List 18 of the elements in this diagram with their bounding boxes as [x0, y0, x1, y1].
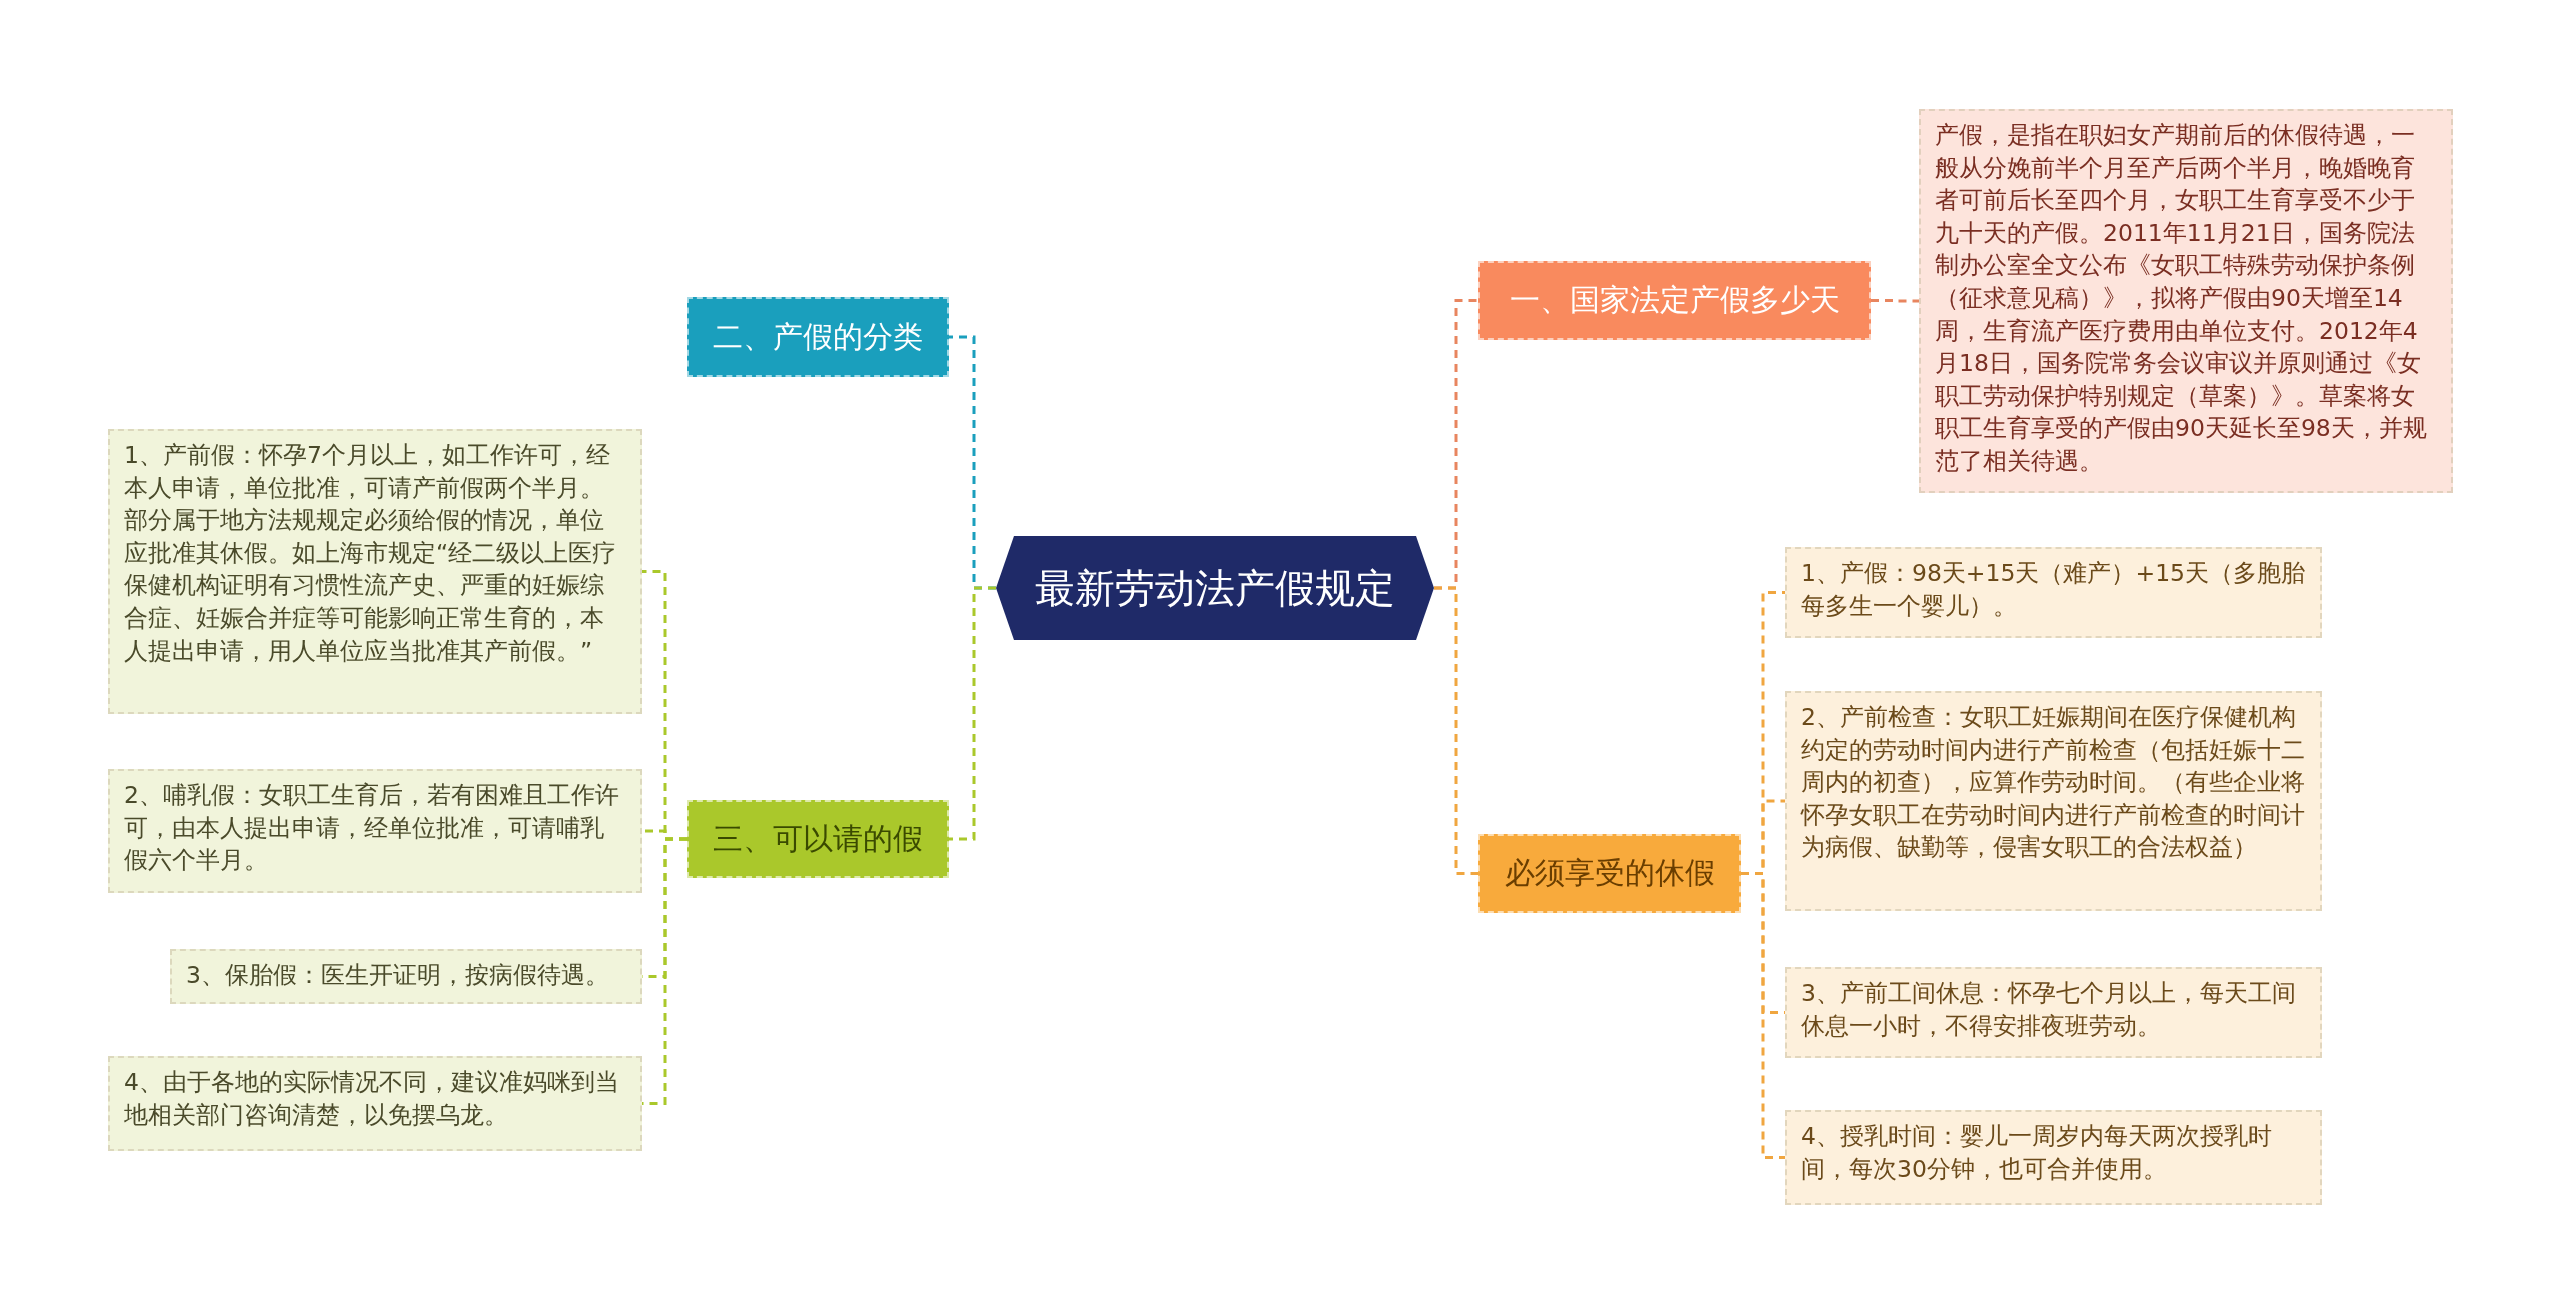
- note-box: 2、产前检查：女职工妊娠期间在医疗保健机构约定的劳动时间内进行产前检查（包括妊娠十二周内的初查），应算作劳动时间。（有些企业将怀孕女职工在劳动时间内进行产前检查的时间计为病假、缺勤等，侵害女职工的合法权益）: [1785, 691, 2322, 911]
- connector-line: [949, 586, 996, 841]
- note-box: 产假，是指在职妇女产期前后的休假待遇，一般从分娩前半个月至产后两个半月，晚婚晚育者可前后长至四个月，女职工生育享受不少于九十天的产假。2011年11月21日，国务院法制办公室全文公布《女职工特殊劳动保护条例（征求意见稿）》，拟将产假由90天增至14周，生育流产医疗费用由单位支付。2012年4月18日，国务院常务会议审议并原则通过《女职工劳动保护特别规定（草案）》。草案将女职工生育享受的产假由90天延长至98天，并规范了相关待遇。: [1919, 109, 2453, 493]
- branch-box: 一、国家法定产假多少天: [1478, 261, 1871, 340]
- connector-line: [1434, 586, 1478, 875]
- note-box: 4、由于各地的实际情况不同，建议准妈咪到当地相关部门咨询清楚，以免摆乌龙。: [108, 1056, 642, 1151]
- note-box: 3、保胎假：医生开证明，按病假待遇。: [170, 949, 642, 1004]
- note-box: 4、授乳时间：婴儿一周岁内每天两次授乳时间，每次30分钟，也可合并使用。: [1785, 1110, 2322, 1205]
- branch-box: 必须享受的休假: [1478, 834, 1741, 913]
- connector-line: [1741, 872, 1785, 1159]
- note-box: 1、产假：98天+15天（难产）+15天（多胞胎每多生一个婴儿）。: [1785, 547, 2322, 638]
- branch-box: 二、产假的分类: [687, 297, 949, 377]
- topic-hexagon: 最新劳动法产假规定: [996, 536, 1434, 640]
- note-box: 2、哺乳假：女职工生育后，若有困难且工作许可，由本人提出申请，经单位批准，可请哺乳假六个半月。: [108, 769, 642, 893]
- branch-box: 三、可以请的假: [687, 800, 949, 878]
- note-box: 1、产前假：怀孕7个月以上，如工作许可，经本人申请，单位批准，可请产前假两个半月。部分属于地方法规规定必须给假的情况，单位应批准其休假。如上海市规定“经二级以上医疗保健机构证明有习惯性流产史、严重的妊娠综合症、妊娠合并症等可能影响正常生育的，本人提出申请，用人单位应当批准其产前假。”: [108, 429, 642, 714]
- note-box: 3、产前工间休息：怀孕七个月以上，每天工间休息一小时，不得安排夜班劳动。: [1785, 967, 2322, 1058]
- connector-line: [1871, 299, 1919, 303]
